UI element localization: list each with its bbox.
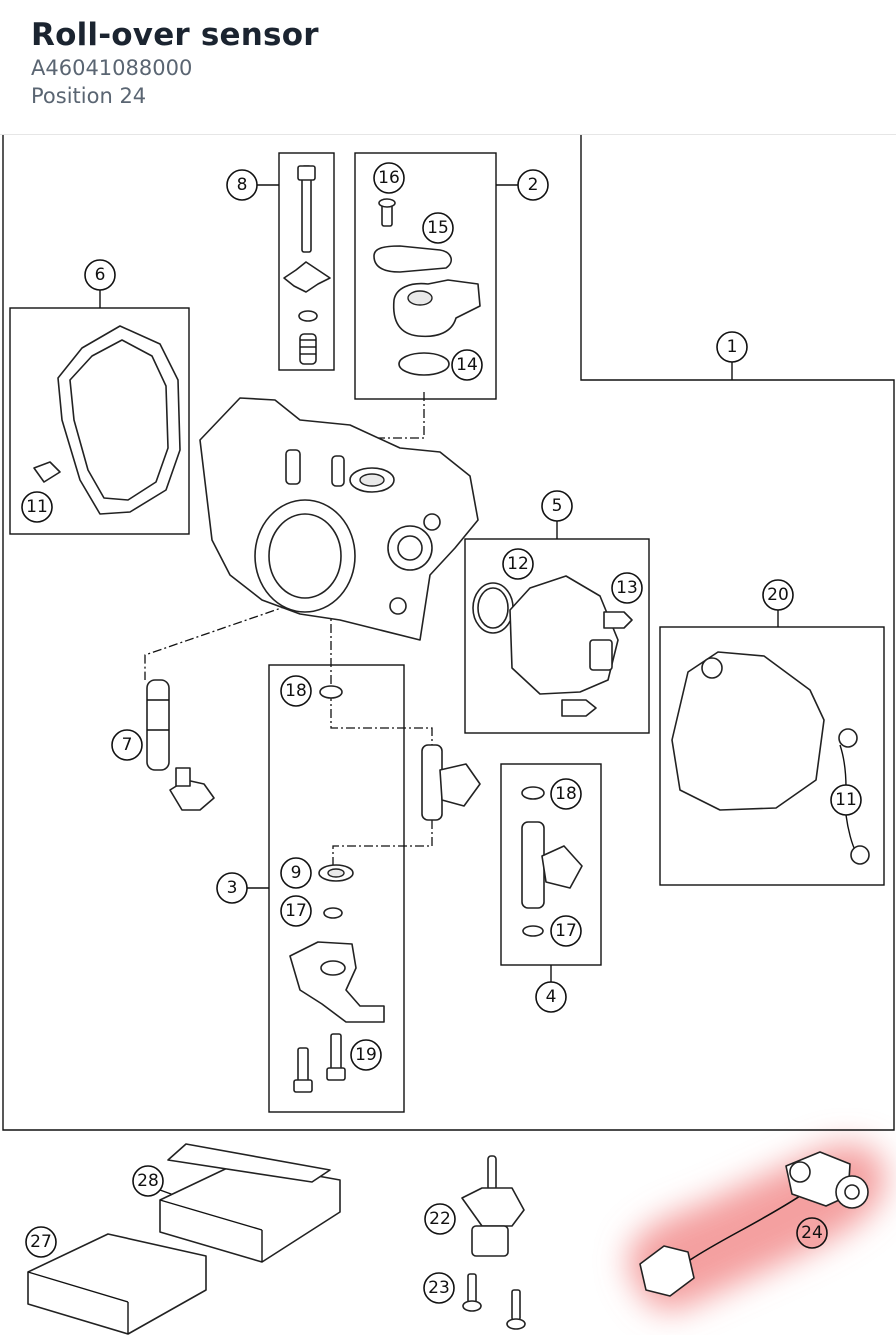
part-3-injector-kit: [289, 685, 481, 1093]
part-20-sensor: [671, 651, 870, 865]
callout-1[interactable]: 1: [716, 331, 748, 363]
svg-text:11: 11: [26, 497, 48, 517]
svg-text:8: 8: [237, 175, 248, 195]
callout-20[interactable]: 20: [762, 579, 794, 611]
callout-27[interactable]: 27: [25, 1226, 57, 1258]
callout-8[interactable]: 8: [226, 169, 258, 201]
callout-22[interactable]: 22: [424, 1203, 456, 1235]
svg-text:18: 18: [555, 784, 577, 804]
part-22-sensor: [461, 1155, 525, 1257]
part-2-sensor-kit: [373, 198, 481, 376]
parts-artwork: [27, 165, 870, 1335]
callout-11-sensor[interactable]: 11: [830, 784, 862, 816]
svg-text:28: 28: [137, 1171, 159, 1191]
assembly-lines: [144, 392, 433, 868]
svg-text:17: 17: [285, 901, 307, 921]
svg-text:15: 15: [427, 218, 449, 238]
callout-12[interactable]: 12: [502, 548, 534, 580]
part-23-screws: [462, 1273, 526, 1330]
svg-text:9: 9: [291, 863, 302, 883]
position-label: Position 24: [31, 84, 147, 108]
part-6-cover: [33, 325, 181, 515]
part-4-injector-kit: [521, 786, 583, 937]
svg-text:23: 23: [428, 1278, 450, 1298]
callout-18-group4[interactable]: 18: [550, 778, 582, 810]
box-group-20: [659, 626, 885, 886]
svg-text:1: 1: [727, 337, 738, 357]
svg-text:16: 16: [378, 168, 400, 188]
throttle-body: [199, 397, 479, 641]
callout-4[interactable]: 4: [535, 981, 567, 1013]
part-7-valve: [146, 679, 215, 811]
callout-18-group3[interactable]: 18: [280, 675, 312, 707]
svg-text:3: 3: [227, 878, 238, 898]
header: Roll-over sensor A46041088000 Position 2…: [31, 16, 871, 110]
box-group-8: [278, 152, 335, 371]
svg-text:12: 12: [507, 554, 529, 574]
header-divider: [0, 134, 896, 135]
svg-text:6: 6: [95, 265, 106, 285]
svg-text:22: 22: [429, 1209, 451, 1229]
svg-text:14: 14: [456, 355, 478, 375]
svg-text:27: 27: [30, 1232, 52, 1252]
part-28-ecu: [159, 1143, 341, 1263]
callout-11-cover[interactable]: 11: [21, 491, 53, 523]
svg-text:2: 2: [528, 175, 539, 195]
callout-24[interactable]: 24: [796, 1217, 828, 1249]
callout-15[interactable]: 15: [422, 212, 454, 244]
callout-6[interactable]: 6: [84, 259, 116, 291]
part-number: A46041088000: [31, 56, 193, 80]
callout-13[interactable]: 13: [611, 572, 643, 604]
svg-text:5: 5: [552, 496, 563, 516]
part-27-module: [27, 1233, 207, 1335]
svg-text:24: 24: [801, 1223, 823, 1243]
assembly-frame: [2, 135, 895, 1131]
part-24-roll-over-sensor: [639, 1151, 869, 1297]
box-group-2: [354, 152, 497, 400]
svg-text:13: 13: [616, 578, 638, 598]
callout-17-group4[interactable]: 17: [550, 915, 582, 947]
callout-3[interactable]: 3: [216, 872, 248, 904]
callout-23[interactable]: 23: [423, 1272, 455, 1304]
callout-19[interactable]: 19: [350, 1039, 382, 1071]
callout-5[interactable]: 5: [541, 490, 573, 522]
callout-labels: 1 2 3 4 5 6 7 8 9 11 11 12 13 14 15 16 1…: [21, 162, 862, 1304]
callout-9[interactable]: 9: [280, 857, 312, 889]
callout-16[interactable]: 16: [373, 162, 405, 194]
svg-text:20: 20: [767, 585, 789, 605]
svg-text:18: 18: [285, 681, 307, 701]
svg-text:11: 11: [835, 790, 857, 810]
svg-text:7: 7: [122, 735, 133, 755]
callout-17-group3[interactable]: 17: [280, 895, 312, 927]
callout-14[interactable]: 14: [451, 349, 483, 381]
svg-text:19: 19: [355, 1045, 377, 1065]
svg-text:4: 4: [546, 987, 557, 1007]
callout-2[interactable]: 2: [517, 169, 549, 201]
callout-7[interactable]: 7: [111, 729, 143, 761]
part-5-tps: [472, 575, 633, 717]
part-8-adjuster: [283, 165, 331, 365]
svg-text:17: 17: [555, 921, 577, 941]
page-title: Roll-over sensor: [31, 17, 319, 53]
callout-28[interactable]: 28: [132, 1165, 164, 1197]
